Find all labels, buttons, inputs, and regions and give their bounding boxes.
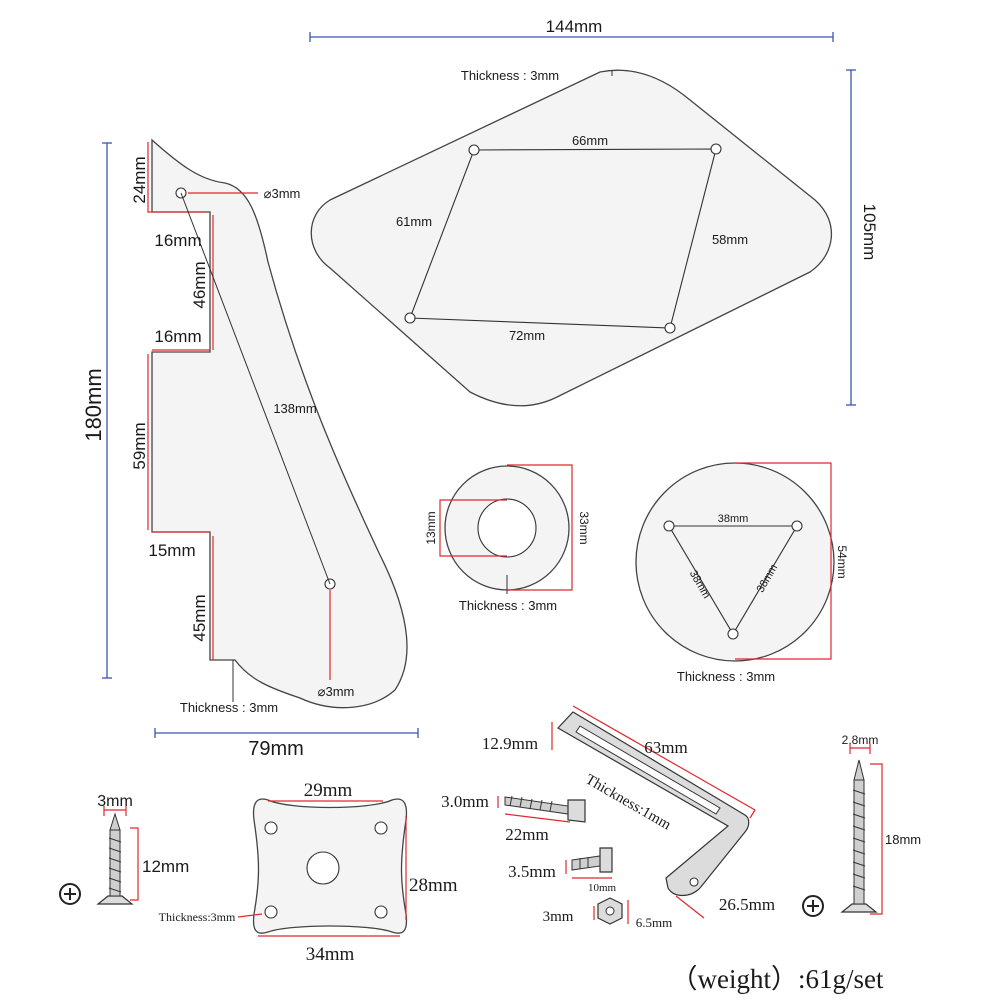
hex-nut-icon (597, 897, 623, 925)
pickguard-hole-top-label: ⌀3mm (264, 186, 301, 201)
ring: 33mm 13mm Thickness : 3mm (424, 464, 591, 613)
top-plate-hole-top: 66mm (572, 133, 608, 148)
disc-diameter: 54mm (835, 545, 849, 578)
bracket: 63mm 12.9mm Thickness:1mm 26.5mm (482, 705, 775, 919)
top-plate-hole (664, 322, 676, 334)
screw1-diameter: 3.0mm (441, 792, 489, 811)
screw-short-icon (571, 847, 613, 873)
screw-long-length: 18mm (885, 832, 921, 847)
top-plate-height-label: 105mm (860, 204, 879, 261)
top-plate: 144mm 105mm Thickness : 3mm 66mm 61mm 58… (309, 17, 879, 407)
nut-diameter: 3mm (543, 909, 574, 925)
disc-thickness: Thickness : 3mm (677, 669, 775, 684)
pickguard-seg-59: 59mm (130, 422, 149, 469)
phillips-icon (59, 883, 81, 905)
top-plate-hole-right: 58mm (712, 232, 748, 247)
screw2-diameter: 3.5mm (508, 862, 556, 881)
jack-plate: 29mm 34mm 28mm Thickness:3mm (159, 780, 458, 965)
top-plate-width-label: 144mm (546, 17, 603, 36)
phillips-icon (802, 895, 824, 917)
pickguard-seg-24: 24mm (130, 156, 149, 203)
screw-small-head: 3mm (97, 793, 133, 810)
pickguard-seg-46: 46mm (190, 261, 209, 308)
bracket-side: 12.9mm (482, 734, 538, 753)
disc-triangle (668, 525, 798, 636)
pickguard-diagonal: 138mm (273, 401, 316, 416)
pickguard: 180mm 79mm 24mm 16mm 46mm 16mm 59mm 15mm… (81, 138, 419, 760)
top-plate-hole-bottom: 72mm (509, 328, 545, 343)
pickguard-hole-bottom-label: ⌀3mm (318, 684, 355, 699)
pickguard-seg-45: 45mm (190, 594, 209, 641)
top-plate-hole-left: 61mm (396, 214, 432, 229)
top-plate-hole (710, 143, 722, 155)
ring-outer-label: 33mm (577, 511, 591, 544)
jack-plate-bottom: 34mm (306, 944, 355, 965)
screws-mid: 3.0mm 22mm 3.5mm 10mm 3mm 6.5mm (441, 792, 672, 930)
disc-side-top: 38mm (718, 513, 749, 525)
jack-plate-top: 29mm (304, 780, 353, 801)
top-plate-thickness: Thickness : 3mm (461, 68, 559, 83)
ring-inner (477, 498, 537, 558)
disc: 54mm 38mm 38mm 38mm Thickness : 3mm (635, 462, 849, 684)
pickguard-thickness: Thickness : 3mm (180, 700, 278, 715)
screw-small-icon (96, 812, 134, 905)
screw-small-length: 12mm (142, 857, 189, 876)
bracket-length: 63mm (644, 738, 687, 757)
weight-label: （weight）:61g/set (671, 964, 884, 994)
top-plate-hole (404, 312, 416, 324)
top-plate-shape (310, 69, 832, 407)
nut-width: 6.5mm (636, 915, 672, 930)
screw2-length: 10mm (588, 882, 617, 894)
jack-plate-side: 28mm (409, 875, 458, 896)
ring-inner-label: 13mm (424, 511, 438, 544)
screw-small: 3mm 12mm (59, 793, 189, 905)
bracket-foot: 26.5mm (719, 895, 775, 914)
screw-long-head: 2.8mm (842, 733, 879, 747)
screw-long: 2.8mm 18mm (802, 733, 921, 917)
pickguard-seg-16a: 16mm (154, 231, 201, 250)
pickguard-seg-15: 15mm (148, 541, 195, 560)
pickguard-seg-16b: 16mm (154, 327, 201, 346)
jack-plate-thickness: Thickness:3mm (159, 910, 236, 924)
screw-long-horizontal-icon (504, 795, 586, 823)
jack-plate-socket (306, 851, 340, 885)
ring-thickness: Thickness : 3mm (459, 598, 557, 613)
screw1-length: 22mm (505, 825, 548, 844)
pickguard-height-label: 180mm (81, 368, 106, 441)
bracket-shape (557, 711, 750, 897)
pickguard-width-label: 79mm (248, 738, 304, 760)
screw-long-icon (840, 759, 878, 913)
pickguard-shape (151, 138, 408, 709)
top-plate-hole (468, 144, 480, 156)
